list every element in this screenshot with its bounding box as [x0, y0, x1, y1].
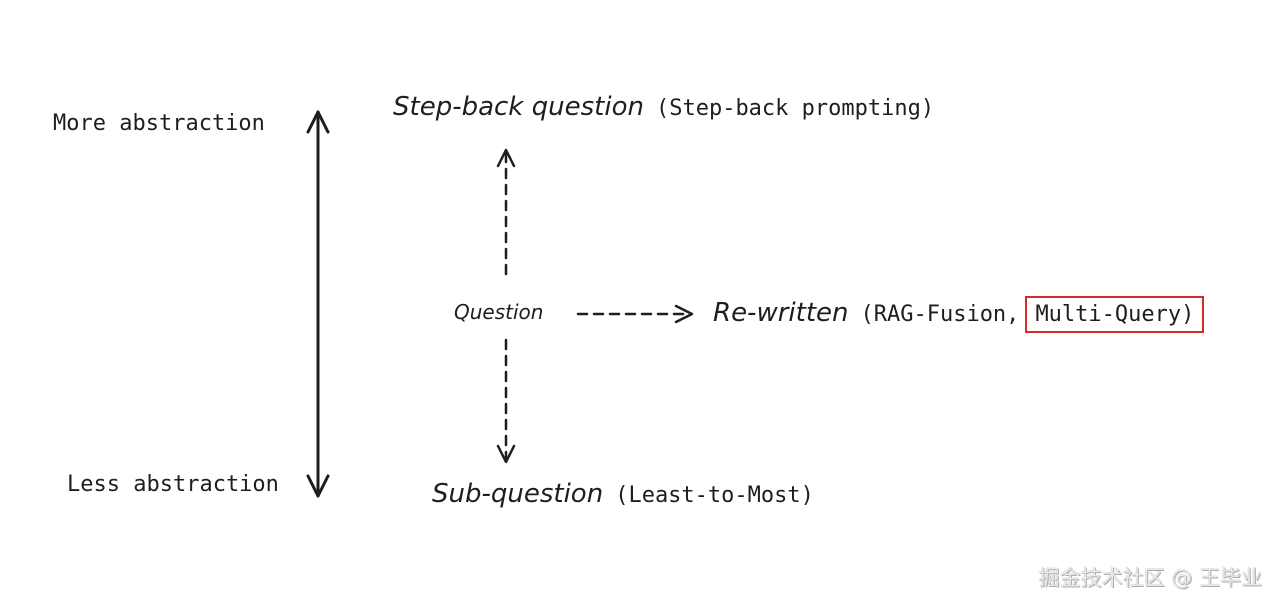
watermark: 掘金技术社区 @ 王毕业 — [1038, 566, 1262, 590]
more-abstraction-label: More abstraction — [53, 111, 265, 136]
sub-question-title: Sub-question — [432, 479, 604, 509]
rewritten-title: Re-written — [713, 298, 849, 328]
step-back-detail: (Step-back prompting) — [655, 96, 935, 121]
question-node: Question — [454, 300, 544, 324]
rewritten-detail-prefix: (RAG-Fusion, — [860, 302, 1020, 327]
arrow-to-step-back — [496, 148, 516, 276]
sub-question-node: Sub-question (Least-to-Most) — [432, 481, 814, 507]
rewritten-node: Re-written (RAG-Fusion,Multi-Query) — [713, 296, 1205, 333]
multi-query-highlight: Multi-Query) — [1025, 296, 1205, 333]
arrow-to-rewritten — [576, 304, 694, 324]
arrow-to-sub-question — [496, 338, 516, 464]
step-back-node: Step-back question (Step-back prompting) — [393, 94, 934, 120]
less-abstraction-label: Less abstraction — [67, 472, 279, 497]
sub-question-detail: (Least-to-Most) — [615, 483, 814, 508]
step-back-title: Step-back question — [393, 92, 644, 122]
abstraction-axis-arrow — [306, 110, 330, 498]
